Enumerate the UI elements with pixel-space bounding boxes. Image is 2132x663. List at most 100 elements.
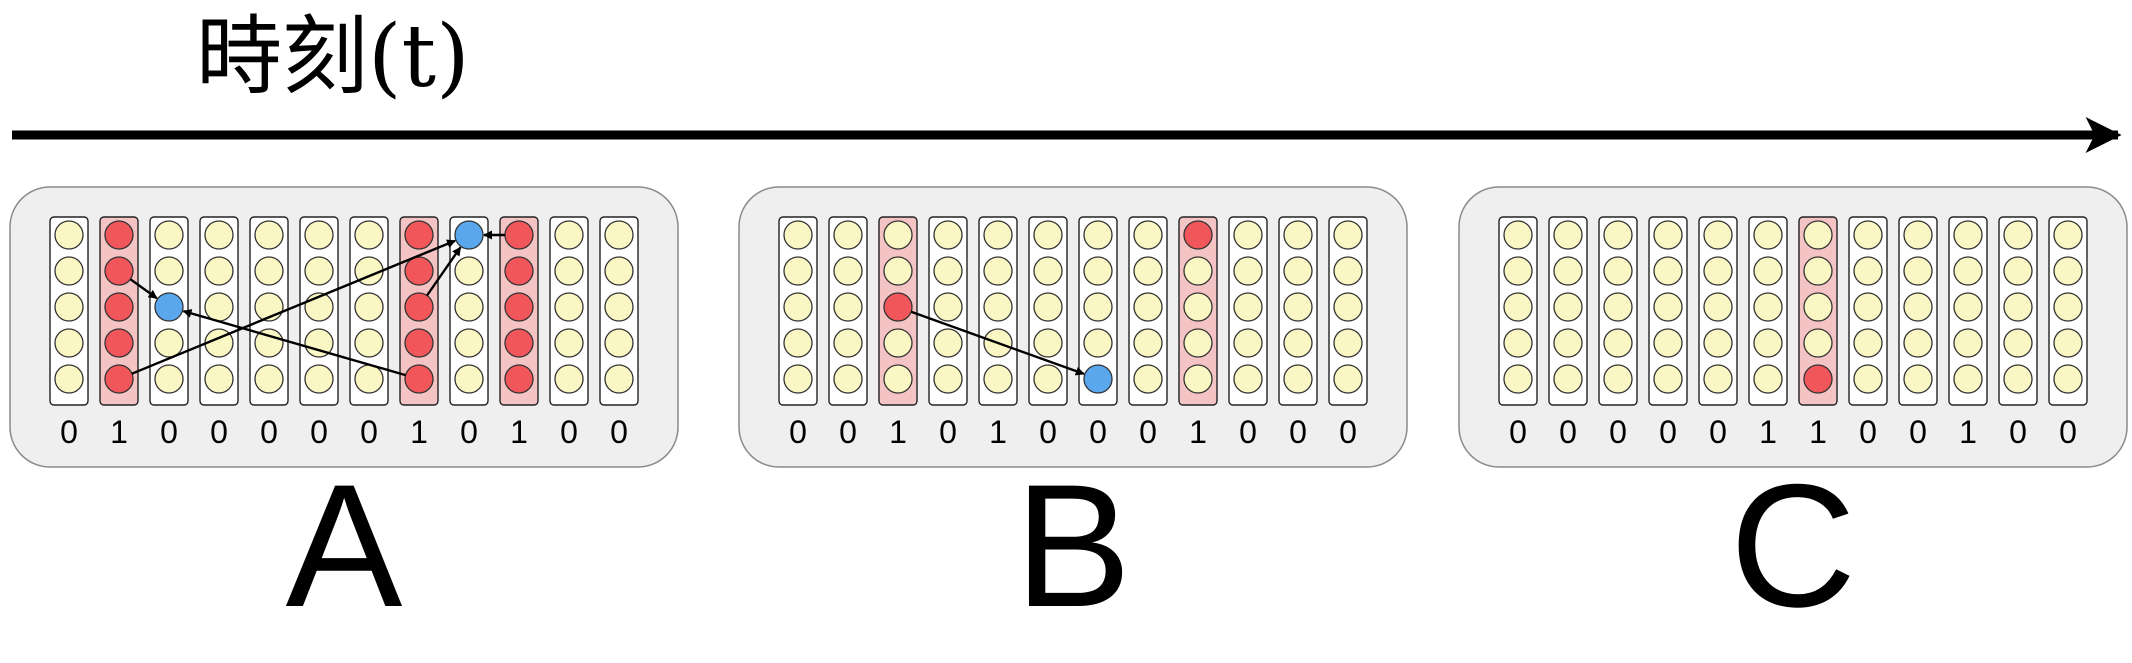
cell	[1903, 220, 1933, 250]
cell	[1703, 220, 1733, 250]
cell	[983, 364, 1013, 394]
bit-label: 1	[1189, 414, 1207, 450]
cell	[1133, 292, 1163, 322]
predicted-cell	[454, 220, 484, 250]
panel-label: B	[1015, 449, 1132, 644]
cell	[1853, 256, 1883, 286]
cell	[1753, 256, 1783, 286]
cell	[1183, 256, 1213, 286]
active-cell	[404, 328, 434, 358]
cell	[1803, 256, 1833, 286]
cell	[204, 292, 234, 322]
cell	[1283, 328, 1313, 358]
cell	[1853, 364, 1883, 394]
cell	[1083, 256, 1113, 286]
cell	[604, 328, 634, 358]
connection-arrow	[182, 309, 406, 377]
bit-label: 0	[839, 414, 857, 450]
cell	[1653, 256, 1683, 286]
bit-label: 0	[1339, 414, 1357, 450]
cell	[54, 256, 84, 286]
cell	[2003, 328, 2033, 358]
cell	[1503, 256, 1533, 286]
cell	[154, 220, 184, 250]
bit-label: 0	[310, 414, 328, 450]
cell	[1903, 256, 1933, 286]
cell	[833, 220, 863, 250]
cell	[1653, 292, 1683, 322]
cell	[1903, 328, 1933, 358]
bit-label: 0	[260, 414, 278, 450]
cell	[1703, 292, 1733, 322]
cell	[304, 364, 334, 394]
cell	[933, 328, 963, 358]
cell	[983, 256, 1013, 286]
cell	[354, 220, 384, 250]
cell	[204, 364, 234, 394]
cell	[883, 364, 913, 394]
bit-label: 1	[510, 414, 528, 450]
cell	[1233, 256, 1263, 286]
active-cell	[104, 328, 134, 358]
cell	[1553, 292, 1583, 322]
bit-label: 0	[1559, 414, 1577, 450]
cell	[933, 256, 963, 286]
bit-label: 0	[1089, 414, 1107, 450]
active-cell	[1183, 220, 1213, 250]
cell	[1133, 328, 1163, 358]
cell	[1233, 328, 1263, 358]
cell	[883, 328, 913, 358]
cell	[604, 256, 634, 286]
connection-arrow	[131, 239, 456, 375]
bit-label: 0	[789, 414, 807, 450]
bit-label: 0	[1859, 414, 1877, 450]
cell	[833, 292, 863, 322]
connection-arrow	[129, 278, 158, 300]
cell	[1803, 328, 1833, 358]
cell	[1503, 328, 1533, 358]
cell	[2053, 220, 2083, 250]
bit-label: 1	[1809, 414, 1827, 450]
cell	[1903, 292, 1933, 322]
connection-arrow	[910, 310, 1085, 376]
cell	[1603, 256, 1633, 286]
cell	[1083, 220, 1113, 250]
cell	[254, 328, 284, 358]
cell	[554, 364, 584, 394]
cell	[354, 364, 384, 394]
cell	[783, 256, 813, 286]
cell	[1083, 292, 1113, 322]
cell	[1603, 328, 1633, 358]
cell	[1503, 220, 1533, 250]
cell	[204, 220, 234, 250]
cell	[204, 256, 234, 286]
cell	[54, 292, 84, 322]
bit-label: 1	[1959, 414, 1977, 450]
connection-arrow	[425, 246, 462, 297]
active-cell	[404, 292, 434, 322]
cell	[554, 292, 584, 322]
cell	[454, 328, 484, 358]
panel-label: A	[286, 449, 403, 644]
active-cell	[404, 220, 434, 250]
bit-label: 0	[1609, 414, 1627, 450]
cell	[983, 220, 1013, 250]
cell	[1603, 220, 1633, 250]
cell	[1903, 364, 1933, 394]
cell	[1083, 328, 1113, 358]
cell	[1803, 292, 1833, 322]
bit-label: 0	[1239, 414, 1257, 450]
cell	[1853, 220, 1883, 250]
cell	[1603, 292, 1633, 322]
cell	[1033, 220, 1063, 250]
cell	[354, 292, 384, 322]
active-cell	[504, 292, 534, 322]
cell	[554, 220, 584, 250]
cell	[1133, 364, 1163, 394]
cell	[1283, 292, 1313, 322]
cell	[604, 364, 634, 394]
cell	[1753, 328, 1783, 358]
bit-label: 0	[939, 414, 957, 450]
